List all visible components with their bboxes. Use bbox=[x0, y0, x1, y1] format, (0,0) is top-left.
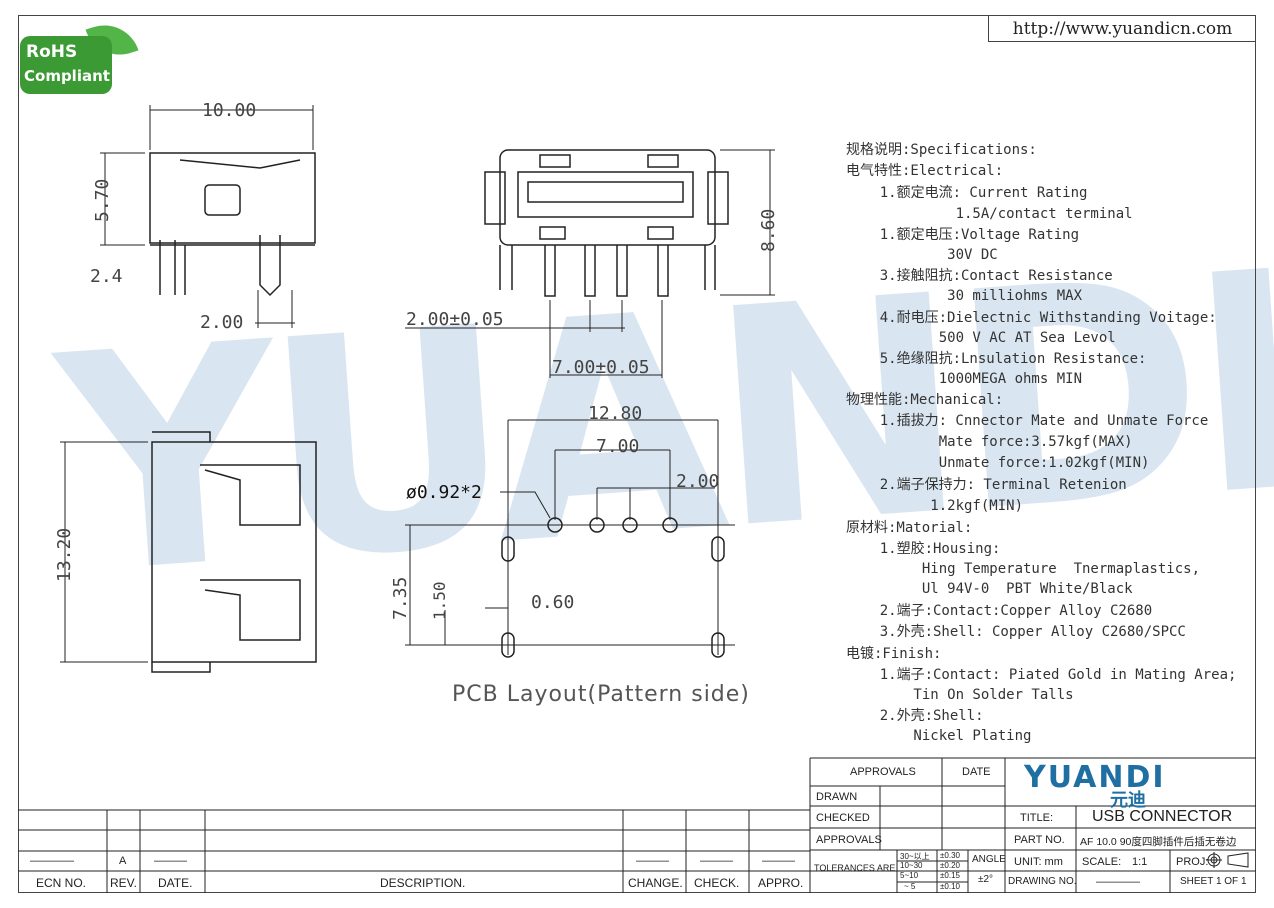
spec-line: 30V DC bbox=[846, 247, 998, 263]
yuandi-logo-cn: 元迪 bbox=[1110, 790, 1146, 811]
drawing-frame bbox=[18, 15, 1256, 893]
dim-pcb-depth: 7.35 bbox=[390, 576, 411, 620]
date-header: DATE. bbox=[158, 876, 193, 890]
drawn-label: DRAWN bbox=[816, 791, 858, 803]
check-value: ——— bbox=[700, 855, 733, 867]
spec-line: Tin On Solder Talls bbox=[846, 687, 1074, 703]
spec-line: 1000MEGA ohms MIN bbox=[846, 371, 1083, 387]
spec-line: 500 V AC AT Sea Levol bbox=[846, 330, 1116, 346]
approvals-label: APPROVALS bbox=[816, 834, 882, 846]
tol-range: 10~30 bbox=[900, 861, 923, 870]
part-no: AF 10.0 90度四脚插件后插无卷边 bbox=[1080, 836, 1237, 848]
drawing-no-label: DRAWING NO. bbox=[1008, 876, 1077, 887]
part-no-label: PART NO. bbox=[1014, 834, 1065, 846]
dim-side-pitch: 2.00 bbox=[200, 312, 244, 333]
description-header: DESCRIPTION. bbox=[380, 876, 466, 890]
spec-line: Nickel Plating bbox=[846, 728, 1032, 744]
spec-line: Mate force:3.57kgf(MAX) bbox=[846, 434, 1133, 450]
tol-value: ±0.15 bbox=[940, 871, 960, 880]
change-value: ——— bbox=[636, 855, 669, 867]
spec-line: Unmate force:1.02kgf(MIN) bbox=[846, 455, 1150, 471]
appro-header: APPRO. bbox=[758, 876, 804, 890]
tol-range: ~ 5 bbox=[904, 882, 916, 891]
dim-pcb-pitch: 2.00 bbox=[676, 471, 720, 492]
front-view bbox=[405, 149, 775, 378]
pcb-layout bbox=[405, 419, 735, 658]
dim-side-width: 10.00 bbox=[202, 100, 257, 121]
ecn-value: ———— bbox=[30, 855, 74, 867]
appro-value: ——— bbox=[762, 855, 795, 867]
spec-line: 2.外壳:Shell: bbox=[846, 708, 984, 724]
dim-front-pitch: 2.00±0.05 bbox=[406, 309, 504, 330]
projection-label: PROJ: bbox=[1176, 856, 1209, 868]
tol-value: ±0.10 bbox=[940, 882, 960, 891]
projection-icon bbox=[1206, 852, 1249, 868]
spec-line: 1.额定电流: Current Rating bbox=[846, 185, 1088, 201]
spec-line: 规格说明:Specifications: bbox=[846, 142, 1037, 158]
dim-pcb-width: 12.80 bbox=[588, 403, 643, 424]
scale-value: 1:1 bbox=[1132, 856, 1148, 868]
spec-line: 电气特性:Electrical: bbox=[846, 163, 1004, 179]
dim-pcb-slot: 1.50 bbox=[430, 581, 449, 620]
ecn-header: ECN NO. bbox=[36, 876, 87, 890]
dim-side-height: 5.70 bbox=[92, 178, 113, 222]
rev-header: REV. bbox=[110, 876, 137, 890]
angle-label: ANGLE bbox=[972, 854, 1006, 865]
spec-line: 原材料:Matorial: bbox=[846, 520, 973, 536]
change-header: CHANGE. bbox=[628, 876, 683, 890]
top-view bbox=[60, 431, 317, 673]
spec-line: 2.端子:Contact:Copper Alloy C2680 bbox=[846, 603, 1153, 619]
spec-line: Hing Temperature Tnermaplastics, bbox=[846, 561, 1201, 577]
dim-pcb-hole: ø0.92*2 bbox=[406, 482, 482, 503]
website-url[interactable]: http://www.yuandicn.com bbox=[988, 16, 1256, 42]
spec-line: 1.塑胶:Housing: bbox=[846, 541, 1001, 557]
title-label: TITLE: bbox=[1020, 812, 1054, 824]
tol-range: 30~以上 bbox=[900, 852, 930, 861]
spec-line: 2.端子保持力: Terminal Retenion bbox=[846, 477, 1127, 493]
spec-line: 1.端子:Contact: Piated Gold in Mating Area… bbox=[846, 667, 1237, 683]
spec-line: 电镀:Finish: bbox=[846, 646, 942, 662]
spec-line: Ul 94V-0 PBT White/Black bbox=[846, 581, 1133, 597]
dim-front-height: 8.60 bbox=[758, 208, 779, 252]
drawing-title: USB CONNECTOR bbox=[1092, 808, 1233, 825]
spec-line: 1.插拔力: Cnnector Mate and Unmate Force bbox=[846, 413, 1209, 429]
spec-line: 3.接触阻抗:Contact Resistance bbox=[846, 268, 1113, 284]
date-header: DATE bbox=[962, 766, 991, 778]
spec-line: 30 milliohms MAX bbox=[846, 288, 1083, 304]
drawing-no: ———— bbox=[1096, 876, 1140, 888]
tol-value: ±0.30 bbox=[940, 851, 960, 860]
scale-label: SCALE: bbox=[1082, 856, 1122, 868]
yuandi-logo: YUANDI bbox=[1024, 760, 1166, 795]
tolerances-label: TOLERANCES ARE bbox=[814, 863, 896, 873]
pcb-caption: PCB Layout(Pattern side) bbox=[452, 682, 750, 707]
rev-value: A bbox=[119, 855, 127, 867]
spec-line: 3.外壳:Shell: Copper Alloy C2680/SPCC bbox=[846, 624, 1186, 640]
dim-side-small: 2.4 bbox=[90, 266, 123, 287]
check-header: CHECK. bbox=[694, 876, 740, 890]
checked-label: CHECKED bbox=[816, 812, 870, 824]
tol-range: 5~10 bbox=[900, 871, 919, 880]
approvals-header: APPROVALS bbox=[850, 766, 916, 778]
spec-line: 1.2kgf(MIN) bbox=[846, 498, 1024, 514]
spec-line: 1.5A/contact terminal bbox=[846, 206, 1133, 222]
dim-front-span: 7.00±0.05 bbox=[552, 357, 650, 378]
sheet-count: SHEET 1 OF 1 bbox=[1180, 876, 1247, 887]
side-view bbox=[100, 105, 316, 328]
unit: UNIT: mm bbox=[1014, 856, 1063, 868]
spec-line: 4.耐电压:Dielectnic Withstanding Voitage: bbox=[846, 310, 1217, 326]
date-value: ——— bbox=[154, 855, 187, 867]
title-block-grid bbox=[18, 757, 1256, 893]
spec-line: 物理性能:Mechanical: bbox=[846, 392, 1004, 408]
dim-pcb-slot-width: 0.60 bbox=[531, 592, 575, 613]
tol-value: ±0.20 bbox=[940, 861, 960, 870]
dim-top-height: 13.20 bbox=[54, 527, 75, 582]
dim-pcb-span: 7.00 bbox=[596, 436, 640, 457]
rohs-logo: RoHS Compliant bbox=[20, 16, 139, 94]
angle-value: ±2° bbox=[978, 874, 994, 885]
spec-line: 5.绝缘阻抗:Lnsulation Resistance: bbox=[846, 351, 1147, 367]
spec-line: 1.额定电压:Voltage Rating bbox=[846, 227, 1080, 243]
